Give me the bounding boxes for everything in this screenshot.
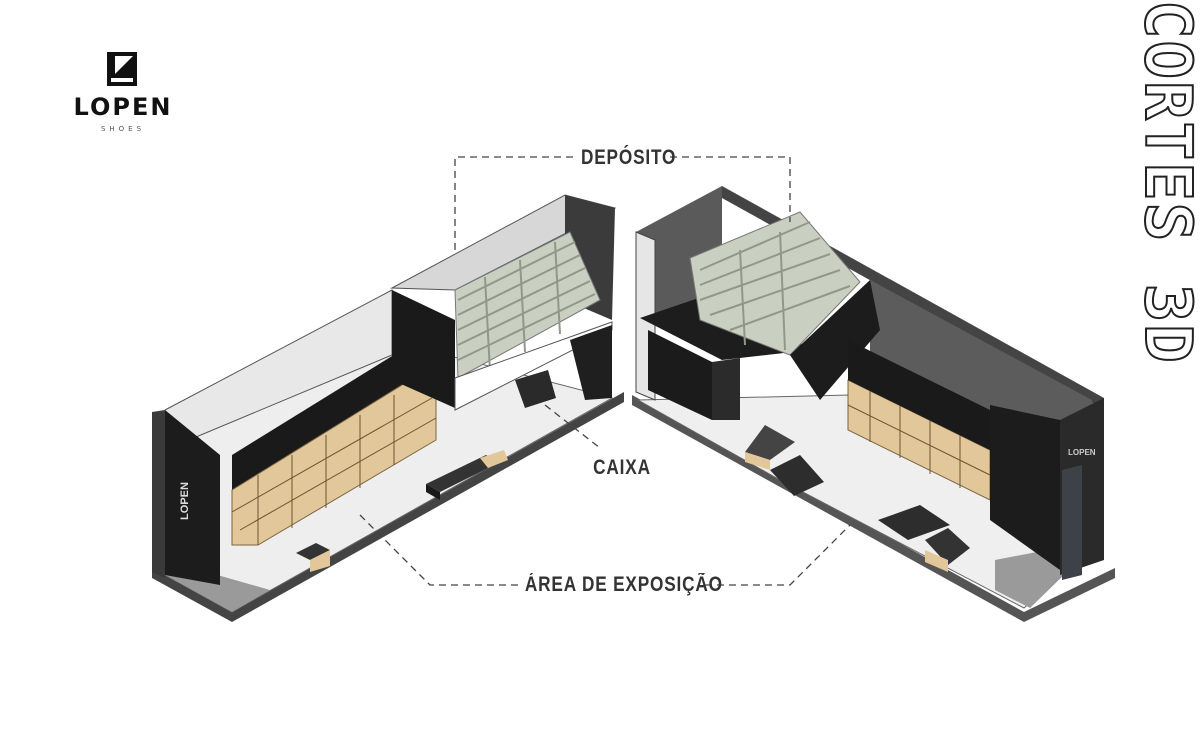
lopen-logo-mark-icon — [107, 52, 137, 86]
brand-subtitle: SHOES — [100, 125, 146, 133]
label-area-exposicao: ÁREA DE EXPOSIÇÃO — [524, 573, 723, 596]
left-wall-sign: LOPEN — [179, 482, 191, 520]
right-section-cut: LOPEN — [632, 186, 1115, 622]
callout-lines — [359, 156, 851, 586]
right-wall-sign: LOPEN — [1068, 448, 1096, 457]
brand-name: LOPEN — [73, 93, 173, 121]
label-caixa: CAIXA — [593, 456, 651, 479]
brand-logo: LOPEN SHOES — [58, 52, 188, 136]
label-deposito: DEPÓSITO — [581, 146, 677, 169]
left-section-cut: LOPEN — [152, 194, 624, 622]
